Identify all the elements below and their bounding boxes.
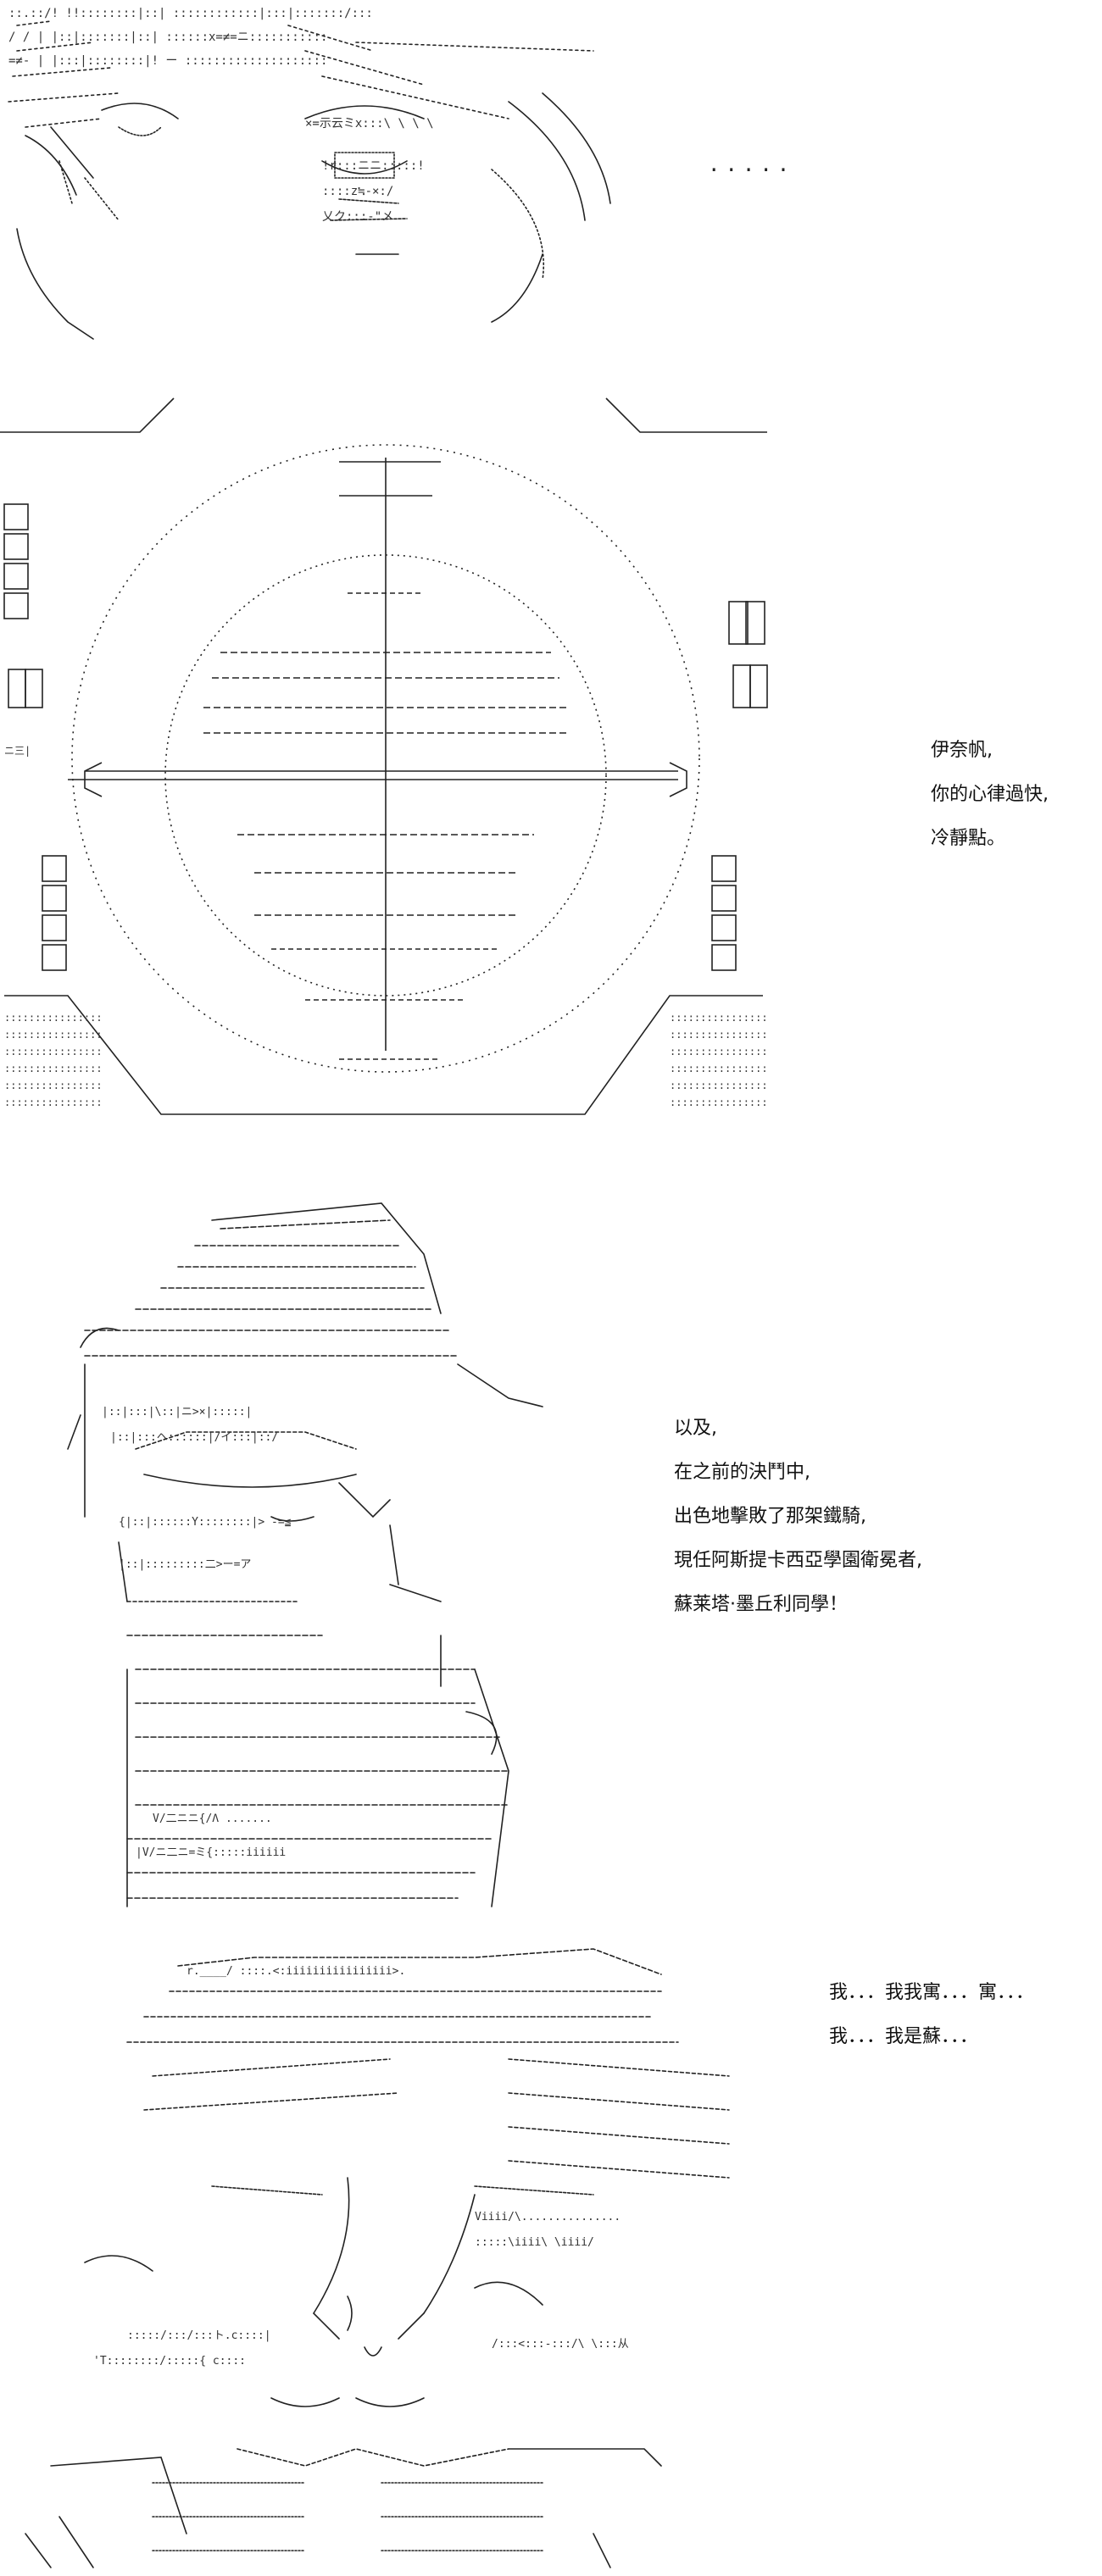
svg-text:V/二ニニ{/Λ .......: V/二ニニ{/Λ ....... bbox=[153, 1813, 272, 1825]
svg-text:::::::::::::::::: :::::::::::::::: bbox=[4, 1080, 103, 1091]
svg-text:'T::::::::/:::::{ c::::: 'T::::::::/:::::{ c:::: bbox=[93, 2355, 246, 2368]
svg-text:=≠- | |:::|::::::::|! ー ::::: =≠- | |:::|::::::::|! ー ::::::::::::::::… bbox=[8, 54, 327, 68]
targeting-reticle-art: :::::::::::::::: :::::::::::::::: ::::::… bbox=[0, 373, 780, 1135]
dialogue-line: 伊奈帆, bbox=[931, 740, 993, 761]
svg-text:Viiii/\...............: Viiii/\............... bbox=[475, 2211, 621, 2223]
panel-character-hat: |::|:::|\::|ニ>×|:::::| |::|:::ヘ::::::|/イ… bbox=[0, 1161, 1102, 1940]
svg-text:::.::/! !!::::::::|::| ::::::: ::.::/! !!::::::::|::| ::::::::::::|:::|… bbox=[8, 7, 373, 20]
svg-text:::::::::::::::::: :::::::::::::::: bbox=[670, 1080, 768, 1091]
svg-text:/ / | |::|:::::::|::| ::::::x: / / | |::|:::::::|::| ::::::x=≠=ニ:::::::… bbox=[8, 31, 327, 44]
svg-text:::::z≒-×:/: ::::z≒-×:/ bbox=[322, 185, 393, 198]
startled-character-art: r.____/ ::::.<:iiiiiiiiiiiiiiii>. Viiii/… bbox=[0, 1940, 746, 2576]
face-closeup-art: ::.::/! !!::::::::|::| ::::::::::::|:::|… bbox=[0, 0, 763, 441]
svg-text:乂ク:::-"メ: 乂ク:::-"メ bbox=[322, 210, 393, 224]
svg-text:|::|:::ヘ::::::|/イ:::|::/: |::|:::ヘ::::::|/イ:::|::/ bbox=[110, 1431, 278, 1444]
svg-text:::::::::::::::::: :::::::::::::::: bbox=[4, 1063, 103, 1074]
dialogue-line: 現任阿斯提卡西亞學園衛冕者, bbox=[674, 1550, 922, 1571]
svg-text:ニ三|: ニ三| bbox=[4, 745, 31, 757]
svg-text:::::::::::::::::: :::::::::::::::: bbox=[4, 1029, 103, 1041]
svg-text:r.____/ ::::.<:iiiiiiiiiiiiiii: r.____/ ::::.<:iiiiiiiiiiiiiiii>. bbox=[186, 1965, 405, 1978]
dialogue-line: 我．．．我是蘇．．． bbox=[829, 2026, 979, 2047]
svg-text:|::|:::|\::|ニ>×|:::::|: |::|:::|\::|ニ>×|:::::| bbox=[102, 1406, 252, 1418]
svg-text:::::::::::::::::: :::::::::::::::: bbox=[670, 1046, 768, 1058]
svg-text:!r:::ニニ:::::!: !r:::ニニ:::::! bbox=[322, 159, 425, 173]
dialogue-reticle: 伊奈帆, 你的心律過快, 冷靜點。 bbox=[931, 729, 1049, 861]
svg-text:::::::::::::::::: :::::::::::::::: bbox=[670, 1096, 768, 1108]
dialogue-line: 在之前的決鬥中, bbox=[674, 1462, 810, 1483]
svg-text:::::::::::::::::: :::::::::::::::: bbox=[4, 1046, 103, 1058]
panel-reticle: :::::::::::::::: :::::::::::::::: ::::::… bbox=[0, 373, 1102, 1135]
dialogue-line: 你的心律過快, bbox=[931, 784, 1049, 805]
svg-text:::::::::::::::::: :::::::::::::::: bbox=[670, 1063, 768, 1074]
svg-text:|V/ニ二ニ=ミ{:::::iiiiii: |V/ニ二ニ=ミ{:::::iiiiii bbox=[136, 1846, 286, 1859]
svg-text:::::::::::::::::: :::::::::::::::: bbox=[4, 1012, 103, 1024]
dialogue-startled: 我．．．我我寓．．．寓．．． 我．．．我是蘇．．． bbox=[829, 1971, 1034, 2059]
dialogue-line: 冷靜點。 bbox=[931, 828, 1006, 849]
svg-text:/:::<:::-:::/\ \:::从: /:::<:::-:::/\ \:::从 bbox=[492, 2338, 629, 2351]
svg-text::::::/:::/:::ト.c::::|: :::::/:::/:::ト.c::::| bbox=[127, 2329, 271, 2342]
character-with-hat-art: |::|:::|\::|ニ>×|:::::| |::|:::ヘ::::::|/イ… bbox=[0, 1161, 593, 1940]
svg-text:::::::::::::::::: :::::::::::::::: bbox=[670, 1012, 768, 1024]
svg-text:{|::|::::::Y::::::::|> -=≦: {|::|::::::Y::::::::|> -=≦ bbox=[119, 1516, 292, 1529]
dialogue-line: 出色地擊敗了那架鐵騎, bbox=[674, 1506, 866, 1527]
dialogue-character-hat: 以及, 在之前的決鬥中, 出色地擊敗了那架鐵騎, 現任阿斯提卡西亞學園衛冕者, … bbox=[674, 1407, 922, 1627]
panel-startled: r.____/ ::::.<:iiiiiiiiiiiiiiii>. Viiii/… bbox=[0, 1940, 1102, 2576]
dialogue-line: 蘇莱塔·墨丘利同學！ bbox=[674, 1594, 848, 1615]
svg-text:::::::::::::::::: :::::::::::::::: bbox=[4, 1096, 103, 1108]
svg-text:::::::::::::::::: :::::::::::::::: bbox=[670, 1029, 768, 1041]
svg-text:|::|:::::::::二>ー=ア: |::|:::::::::二>ー=ア bbox=[119, 1558, 251, 1571]
dialogue-line: 我．．．我我寓．．．寓．．． bbox=[829, 1982, 1035, 2003]
svg-text:×=示云ミx:::\ \ \ \: ×=示云ミx:::\ \ \ \ bbox=[305, 117, 434, 130]
svg-text::::::\iiii\ \iiii/: :::::\iiii\ \iiii/ bbox=[475, 2236, 594, 2249]
dialogue-line: 以及, bbox=[674, 1418, 717, 1439]
panel-face-closeup: ::.::/! !!::::::::|::| ::::::::::::|:::|… bbox=[0, 0, 1102, 441]
ellipsis-text: ..... bbox=[708, 153, 795, 176]
